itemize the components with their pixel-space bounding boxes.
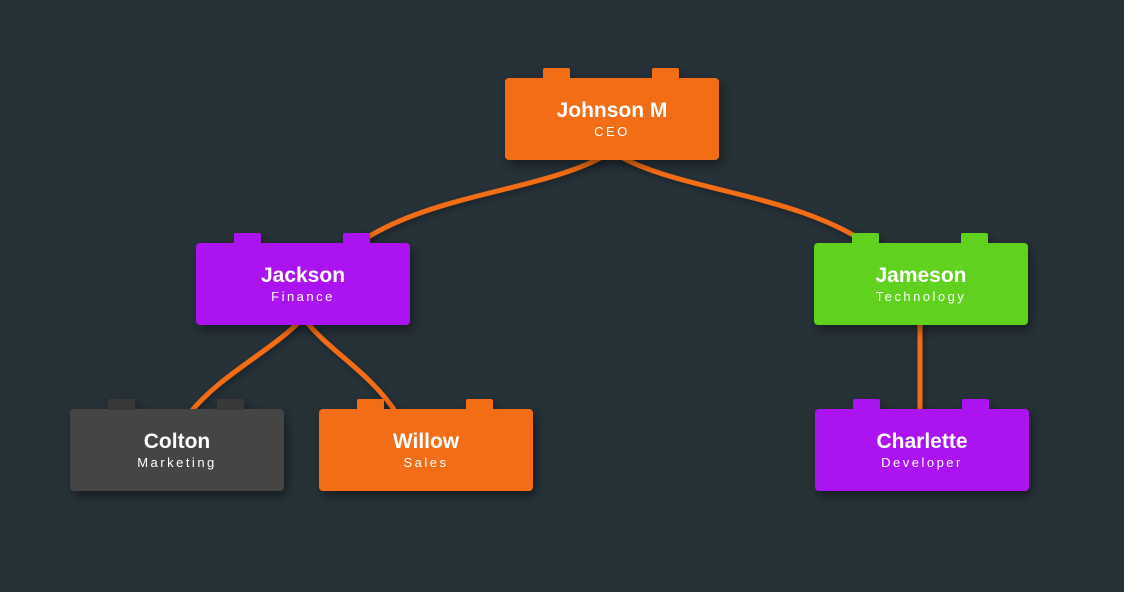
link-johnson-jackson [347,149,613,252]
node-title: Finance [271,288,335,304]
node-title: Technology [875,288,967,304]
node-top-tab-right [343,233,370,244]
node-top-tab-left [108,399,135,410]
org-node-colton[interactable]: Colton Marketing [70,399,284,491]
node-top-tab-right [652,68,679,79]
node-top-tab-left [234,233,261,244]
node-top-tab-right [217,399,244,410]
node-top-tab-left [357,399,384,410]
org-node-johnson[interactable]: Johnson M CEO [505,68,719,160]
link-johnson-jameson [610,149,878,252]
org-node-willow[interactable]: Willow Sales [319,399,533,491]
node-name: Jackson [260,263,346,287]
org-node-jameson[interactable]: Jameson Technology [814,233,1028,325]
link-jackson-willow [303,318,400,416]
node-top-tab-left [853,399,880,410]
node-name: Colton [143,429,211,453]
node-name: Jameson [875,263,967,287]
node-top-tab-left [852,233,879,244]
node-title: Marketing [137,454,217,470]
node-name: Willow [392,429,460,453]
node-name: Johnson M [556,98,668,122]
node-top-tab-right [466,399,493,410]
node-top-tab-right [961,233,988,244]
node-top-tab-right [962,399,989,410]
node-title: Developer [881,454,963,470]
org-node-charlette[interactable]: Charlette Developer [815,399,1029,491]
link-jackson-colton [187,318,303,416]
node-top-tab-left [543,68,570,79]
node-title: Sales [403,454,449,470]
node-title: CEO [594,123,630,139]
node-name: Charlette [876,429,968,453]
org-node-jackson[interactable]: Jackson Finance [196,233,410,325]
